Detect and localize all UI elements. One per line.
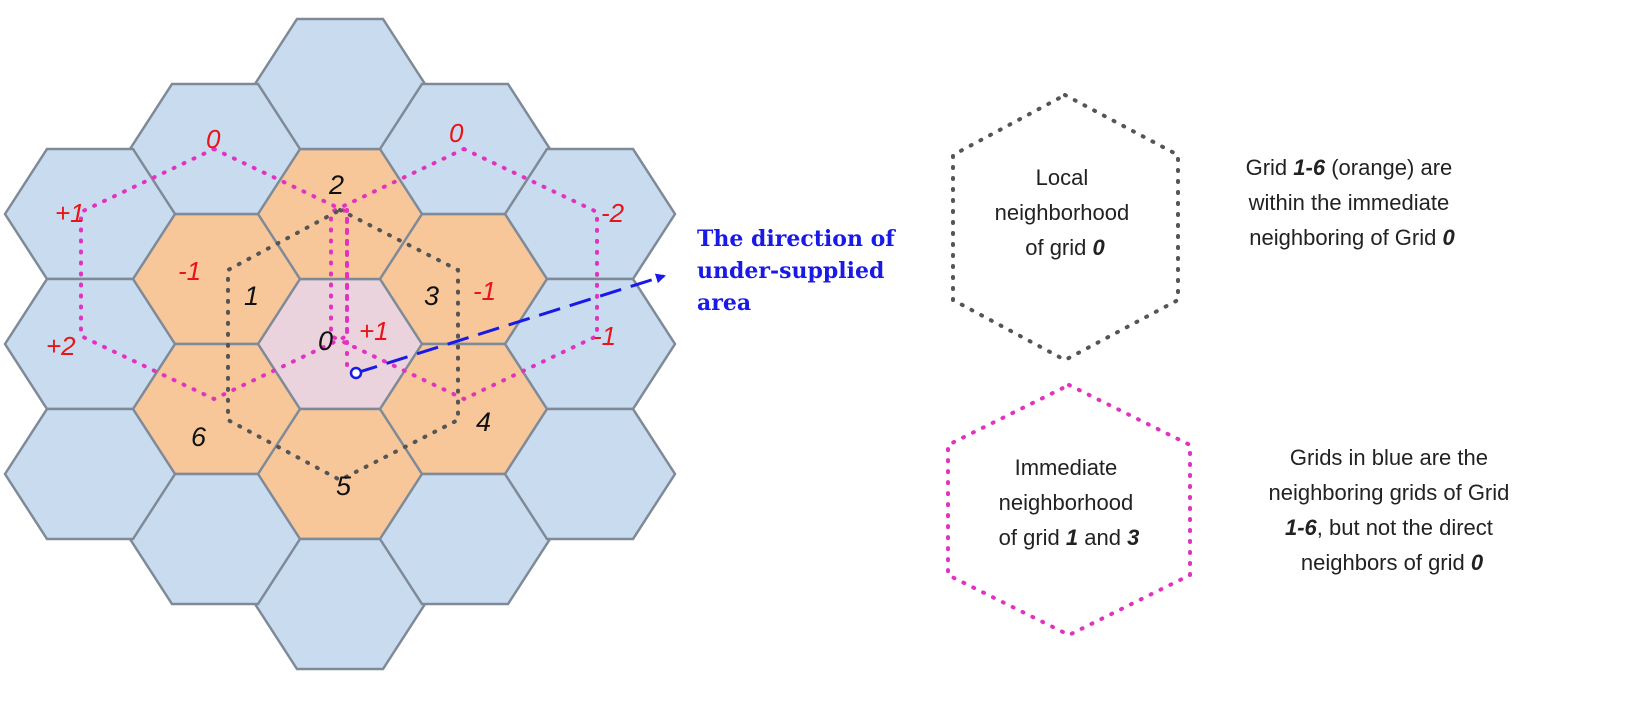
grid-label-2: 2	[328, 170, 344, 200]
direction-arrow-origin	[349, 366, 363, 380]
delta-label-top-left: 0	[206, 124, 221, 154]
legend-local-line3-grid: 0	[1093, 235, 1106, 260]
legend-local-line2: neighborhood	[995, 200, 1130, 225]
legend-local-line3: of grid 0	[1025, 235, 1105, 260]
legend-local-desc-l1c: (orange) are	[1325, 155, 1452, 180]
direction-label: The direction of under-supplied area	[697, 226, 902, 316]
hex-cell-blue	[503, 407, 677, 541]
direction-label-line1: The direction of	[697, 226, 896, 252]
legend-local-label: Local neighborhood of grid 0	[995, 165, 1136, 260]
legend-immediate-line2: neighborhood	[999, 490, 1134, 515]
immediate-neighborhood-grid3-outline	[329, 146, 599, 402]
local-neighborhood-grid0-outline	[226, 207, 460, 483]
legend-immediate-l3c: and	[1078, 525, 1127, 550]
legend-blue-desc-l4b: 0	[1471, 550, 1484, 575]
legend-immediate-label: Immediate neighborhood of grid 1 and 3	[999, 455, 1140, 550]
legend-immediate-line3: of grid 1 and 3	[999, 525, 1140, 550]
legend-local-desc-l3a: neighboring of Grid	[1249, 225, 1442, 250]
legend-local-line1: Local	[1036, 165, 1089, 190]
grid-label-6: 6	[191, 422, 207, 452]
legend-blue-desc-l3b: , but not the direct	[1317, 515, 1493, 540]
delta-label-right-upper: -2	[601, 198, 625, 228]
direction-label-line2: under-supplied	[697, 258, 884, 284]
legend-local-desc-line3: neighboring of Grid 0	[1249, 225, 1455, 250]
immediate-neighborhood-grid1-outline	[79, 146, 349, 402]
legend-local-description: Grid 1-6 (orange) are within the immedia…	[1246, 155, 1459, 250]
legend-local-desc-l1a: Grid	[1246, 155, 1294, 180]
delta-label-center: +1	[359, 316, 389, 346]
legend-local-desc-l3b: 0	[1442, 225, 1455, 250]
legend-blue-desc-l4a: neighbors of grid	[1301, 550, 1471, 575]
hex-cells	[3, 17, 677, 671]
direction-arrow	[355, 273, 666, 375]
legend-blue-desc-line2: neighboring grids of Grid	[1268, 480, 1509, 505]
grid-label-1: 1	[244, 281, 259, 311]
delta-label-right-lower: -1	[593, 321, 616, 351]
legend-immediate-l3b: 1	[1066, 525, 1078, 550]
legend-immediate-l3d: 3	[1127, 525, 1139, 550]
delta-label-grid1: -1	[178, 256, 201, 286]
legend-local-hexagon	[951, 92, 1180, 363]
delta-label-top-right: 0	[449, 118, 464, 148]
legend-local-desc-l1b: 1-6	[1293, 155, 1326, 180]
legend-local-line3-prefix: of grid	[1025, 235, 1092, 260]
delta-label-grid3: -1	[473, 276, 496, 306]
grid-label-3: 3	[424, 281, 439, 311]
legend-blue-desc-l3a: 1-6	[1285, 515, 1318, 540]
grid-label-4: 4	[476, 407, 491, 437]
delta-label-left-lower: +2	[46, 331, 76, 361]
legend-blue-desc-line3: 1-6, but not the direct	[1285, 515, 1493, 540]
legend-local-desc-line1: Grid 1-6 (orange) are	[1246, 155, 1453, 180]
hex-cell-blue	[3, 407, 177, 541]
legend-blue-desc-line4: neighbors of grid 0	[1301, 550, 1484, 575]
legend-local-desc-line2: within the immediate	[1248, 190, 1450, 215]
legend-immediate-line1: Immediate	[1015, 455, 1118, 480]
grid-label-0: 0	[318, 326, 333, 356]
legend-immediate-l3a: of grid	[999, 525, 1066, 550]
legend-blue-description: Grids in blue are the neighboring grids …	[1268, 445, 1515, 575]
legend-blue-desc-line1: Grids in blue are the	[1290, 445, 1488, 470]
direction-label-line3: area	[697, 290, 751, 316]
grid-label-5: 5	[336, 471, 352, 501]
delta-label-left-upper: +1	[55, 198, 85, 228]
